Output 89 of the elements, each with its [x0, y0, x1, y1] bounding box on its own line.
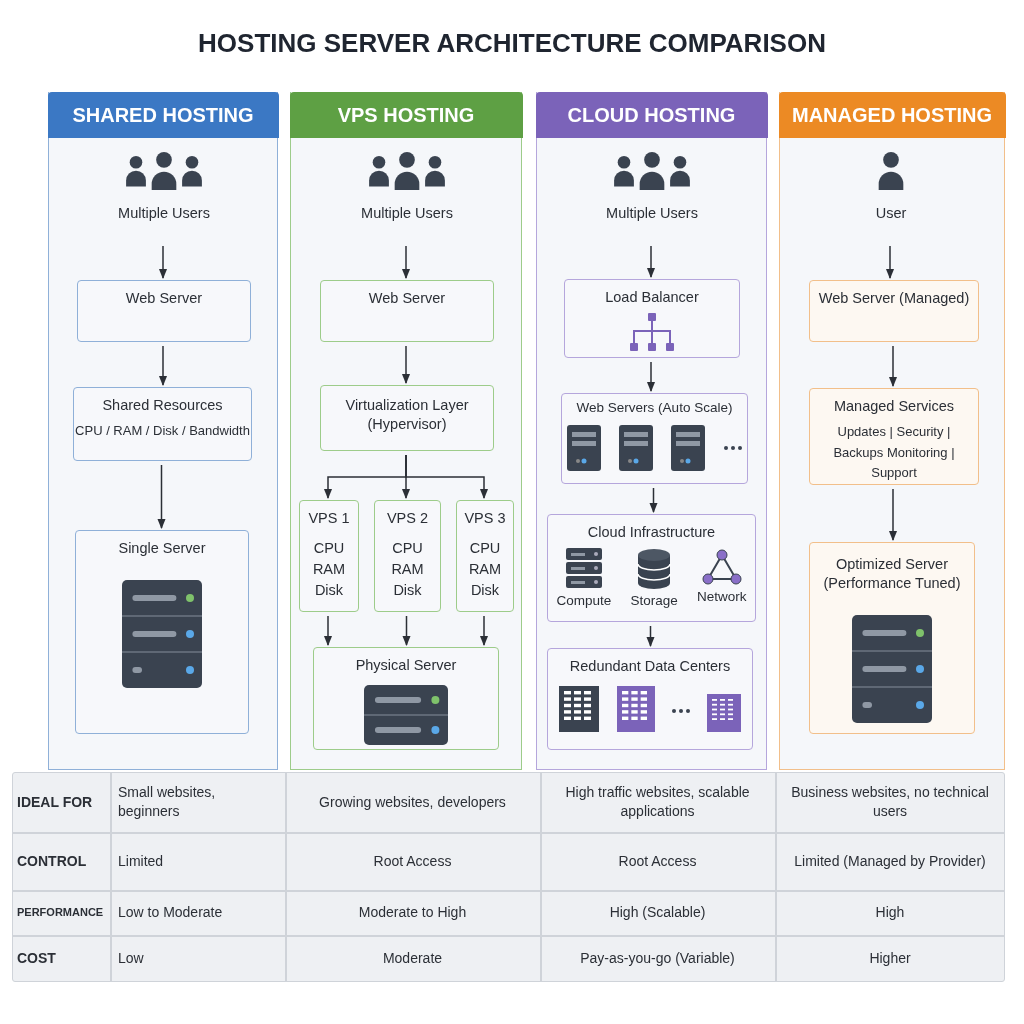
node-label: Compute — [556, 591, 612, 610]
cell-text: Higher — [868, 949, 912, 969]
node-label: VPS 3 — [463, 509, 507, 528]
cell-text: High traffic websites, scalable applications — [564, 783, 751, 821]
arrow — [402, 615, 411, 647]
node-label: Network — [697, 587, 747, 606]
row-header: CONTROL — [17, 851, 88, 871]
node-label: VPS 1 — [307, 509, 351, 528]
node-detail: CPU RAM Disk — [468, 538, 502, 600]
node-label: Multiple Users — [606, 204, 698, 223]
arrow — [401, 345, 411, 385]
node-label: Redundant Data Centers — [568, 657, 732, 676]
process-box — [547, 648, 753, 750]
node-label: Web Server — [124, 289, 204, 308]
node-label: Cloud Infrastructure — [586, 523, 717, 542]
cell-text: Moderate — [381, 949, 444, 969]
cell-text: Growing websites, developers — [318, 792, 507, 812]
process-box — [313, 647, 499, 750]
cell-text: Limited (Managed by Provider) — [793, 851, 987, 871]
node-label: User — [875, 204, 907, 223]
arrow — [885, 245, 895, 280]
arrow — [646, 625, 655, 648]
process-box — [456, 500, 514, 612]
cell-text: Small websites, beginners — [118, 783, 217, 821]
process-box — [809, 280, 979, 342]
node-detail: CPU / RAM / Disk / Bandwidth — [75, 421, 250, 440]
cell-text: Moderate to High — [357, 903, 468, 923]
cell-text: Pay-as-you-go (Variable) — [579, 949, 736, 969]
cell-text: Limited — [118, 851, 165, 871]
node-label: Physical Server — [354, 656, 458, 675]
arrow — [157, 464, 166, 530]
cell-text: Root Access — [372, 851, 453, 871]
process-box — [561, 393, 748, 484]
column-panel — [536, 92, 767, 770]
column-panel — [290, 92, 522, 770]
node-label: Shared Resources — [101, 396, 224, 415]
arrow — [888, 488, 898, 542]
column-panel — [48, 92, 278, 770]
arrow — [649, 487, 658, 514]
row-header: PERFORMANCE — [17, 905, 105, 921]
column-header: MANAGED HOSTING — [778, 92, 1006, 138]
arrow — [646, 245, 656, 279]
node-label: Web Server — [367, 289, 447, 308]
process-box — [299, 500, 359, 612]
node-label: Web Servers (Auto Scale) — [575, 399, 734, 417]
arrow — [479, 615, 489, 647]
arrow — [401, 245, 411, 280]
process-box — [77, 280, 251, 342]
process-box — [809, 542, 975, 734]
node-label: Storage — [630, 591, 678, 610]
node-detail: CPU RAM Disk — [312, 538, 346, 600]
node-label: Multiple Users — [118, 204, 210, 223]
column-header: SHARED HOSTING — [47, 92, 279, 138]
arrow — [888, 345, 898, 388]
node-label: Multiple Users — [361, 204, 453, 223]
cell-text: High (Scalable) — [608, 903, 707, 923]
node-label: Single Server — [117, 539, 207, 558]
node-label: Managed Services — [832, 397, 956, 416]
cell-text: Business websites, no technical users — [790, 783, 990, 821]
process-box — [320, 385, 494, 451]
cell-text: Low to Moderate — [118, 903, 224, 923]
process-box — [75, 530, 249, 734]
node-detail: CPU RAM Disk — [391, 538, 424, 600]
arrow — [158, 345, 168, 387]
row-header: IDEAL FOR — [17, 792, 94, 812]
arrow — [646, 361, 656, 393]
node-label: Load Balancer — [604, 288, 700, 307]
node-label: VPS 2 — [385, 509, 430, 528]
row-header: COST — [17, 949, 57, 969]
column-header: VPS HOSTING — [289, 92, 523, 138]
process-box — [547, 514, 756, 622]
process-box — [320, 280, 494, 342]
node-label: Virtualization Layer (Hypervisor) — [344, 396, 470, 434]
process-box — [564, 279, 740, 358]
diagram-title: HOSTING SERVER ARCHITECTURE COMPARISON — [197, 28, 827, 59]
arrow — [158, 245, 168, 280]
process-box — [73, 387, 252, 461]
column-panel — [779, 92, 1005, 770]
cell-text: High — [874, 903, 906, 923]
node-detail: Updates | Security | Backups Monitoring | Support — [832, 422, 956, 483]
process-box — [809, 388, 979, 485]
column-header: CLOUD HOSTING — [535, 92, 768, 138]
cell-text: Low — [118, 949, 145, 969]
node-label: Web Server (Managed) — [817, 289, 971, 308]
arrow — [323, 615, 333, 647]
arrow — [405, 454, 489, 500]
cell-text: Root Access — [617, 851, 698, 871]
node-label: Optimized Server (Performance Tuned) — [822, 555, 962, 593]
process-box — [374, 500, 441, 612]
